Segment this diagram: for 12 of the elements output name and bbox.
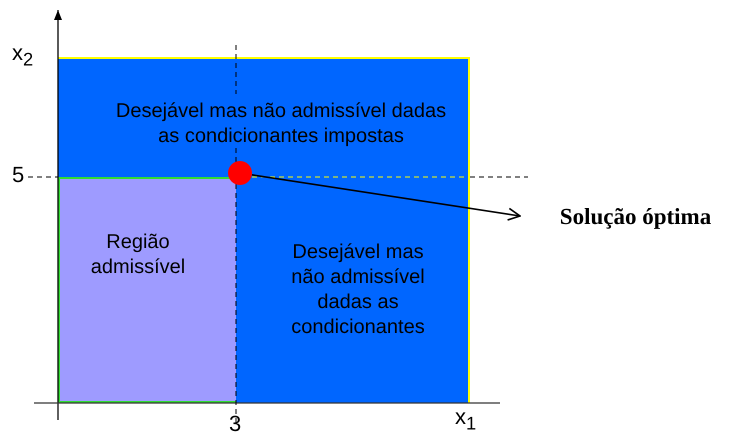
region-label: Desejável mas não admissível dadas as condicionantes impostas xyxy=(114,99,448,149)
infeasible-region xyxy=(58,57,470,177)
infeasible-region xyxy=(236,177,470,403)
leader-arrow xyxy=(252,174,521,221)
axis-label: 5 xyxy=(12,162,24,188)
axis-label: x$_{1}$ xyxy=(455,404,476,434)
region-label: Desejável mas não admissível dadas as condicionantes xyxy=(290,240,426,340)
feasible-region xyxy=(58,177,236,403)
axis-label: x$_{2}$ xyxy=(12,40,34,70)
callout-label: Solução óptima xyxy=(560,204,712,228)
region-label: Região admissível xyxy=(90,230,186,280)
axis-label: 3 xyxy=(229,411,242,437)
